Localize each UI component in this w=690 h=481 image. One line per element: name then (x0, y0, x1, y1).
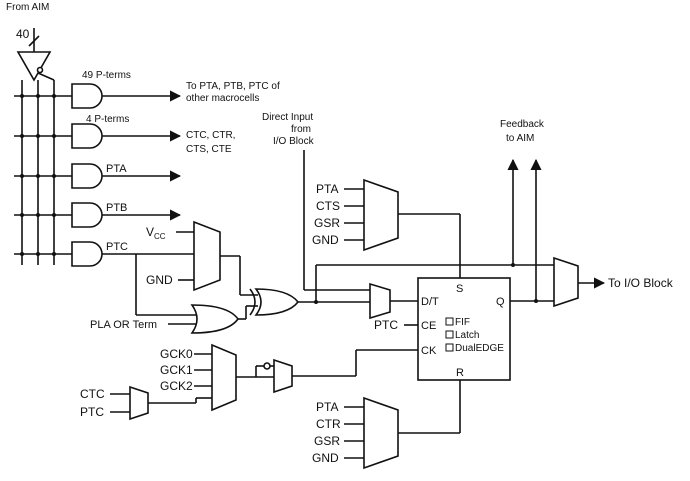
d-mux (314, 264, 536, 320)
pterms-4-label: 4 P-terms (86, 114, 129, 125)
and-gate-ptc (71, 241, 103, 267)
and-gate-4 (71, 123, 103, 149)
svg-text:GND: GND (312, 233, 339, 247)
svg-text:R: R (456, 367, 464, 379)
clock-inverter-bubble (263, 362, 271, 370)
ptc-label: PTC (106, 241, 128, 253)
pla-or-term-label: PLA OR Term (90, 319, 157, 331)
fif-checkbox (445, 317, 454, 326)
or-gate (190, 304, 239, 334)
svg-text:Feedback: Feedback (500, 119, 545, 130)
svg-text:from: from (291, 124, 311, 135)
svg-text:S: S (456, 283, 463, 295)
svg-text:Latch: Latch (455, 330, 479, 341)
svg-text:PTC: PTC (80, 405, 104, 419)
d-mux-body (369, 282, 391, 320)
set-mux: PTA CTS GSR GND (312, 178, 461, 278)
ptb-label: PTB (106, 202, 127, 214)
svg-text:Q: Q (496, 296, 505, 308)
svg-text:other macrocells: other macrocells (186, 93, 259, 104)
output-mux (553, 256, 579, 308)
svg-text:CTC, CTR,: CTC, CTR, (186, 130, 235, 141)
aim-input-bus: From AIM 40 (6, 2, 55, 265)
svg-text:GSR: GSR (314, 434, 340, 448)
and-gate-pta (71, 163, 103, 189)
from-aim-label: From AIM (6, 2, 49, 13)
svg-text:PTA: PTA (316, 400, 338, 414)
direct-input: Direct Input from I/O Block (262, 112, 370, 291)
svg-text:CK: CK (421, 345, 437, 357)
svg-text:CTS, CTE: CTS, CTE (186, 144, 232, 155)
latch-checkbox (445, 330, 454, 339)
svg-text:DualEDGE: DualEDGE (455, 343, 504, 354)
svg-text:GND: GND (312, 451, 339, 465)
svg-text:GCK1: GCK1 (160, 363, 193, 377)
clock-mux (211, 343, 237, 412)
reset-mux: PTA CTR GSR GND (312, 380, 461, 470)
set-mux-body (363, 178, 399, 252)
pterms-49-label: 49 P-terms (82, 70, 131, 81)
svg-text:CE: CE (421, 320, 436, 332)
ptc-ce-label: PTC (374, 318, 398, 332)
svg-text:Direct Input: Direct Input (262, 112, 313, 123)
svg-text:D/T: D/T (421, 296, 439, 308)
svg-text:to AIM: to AIM (506, 133, 534, 144)
clock-logic: GCK0 GCK1 GCK2 CTC PTC (80, 343, 418, 421)
output-logic: To I/O Block Feedback to AIM (500, 119, 674, 308)
bus-slash (28, 35, 40, 47)
bus-width-label: 40 (16, 27, 30, 41)
flip-flop: S D/T CE CK Q R FIF Latch DualEDGE PTC (374, 277, 511, 381)
svg-text:GCK0: GCK0 (160, 347, 193, 361)
and-gate-49 (71, 83, 103, 109)
pterm-gates: 49 P-terms To PTA, PTB, PTC of other mac… (14, 70, 280, 316)
vcc-label: VCC (146, 225, 166, 241)
dualedge-checkbox (445, 343, 454, 352)
svg-text:To PTA, PTB, PTC of: To PTA, PTB, PTC of (186, 81, 280, 92)
polarity-mux (193, 220, 221, 292)
gnd-label: GND (146, 273, 173, 287)
svg-text:GSR: GSR (314, 216, 340, 230)
input-buffer (16, 51, 52, 82)
svg-text:CTC: CTC (80, 387, 105, 401)
xor-gate (254, 288, 300, 316)
svg-text:I/O Block: I/O Block (273, 136, 315, 147)
svg-text:CTS: CTS (316, 199, 340, 213)
flip-flop-body (417, 277, 511, 381)
clock-polarity-mux (273, 358, 293, 394)
svg-text:CTR: CTR (316, 417, 341, 431)
pta-label: PTA (106, 163, 127, 175)
reset-mux-body (363, 396, 399, 470)
svg-text:PTA: PTA (316, 182, 338, 196)
to-io-block-label: To I/O Block (608, 276, 674, 290)
and-gate-ptb (71, 202, 103, 228)
ct-mux (129, 385, 149, 421)
polarity-logic: VCC GND PLA OR Term (90, 220, 316, 334)
svg-text:GCK2: GCK2 (160, 379, 193, 393)
svg-text:FIF: FIF (455, 317, 470, 328)
